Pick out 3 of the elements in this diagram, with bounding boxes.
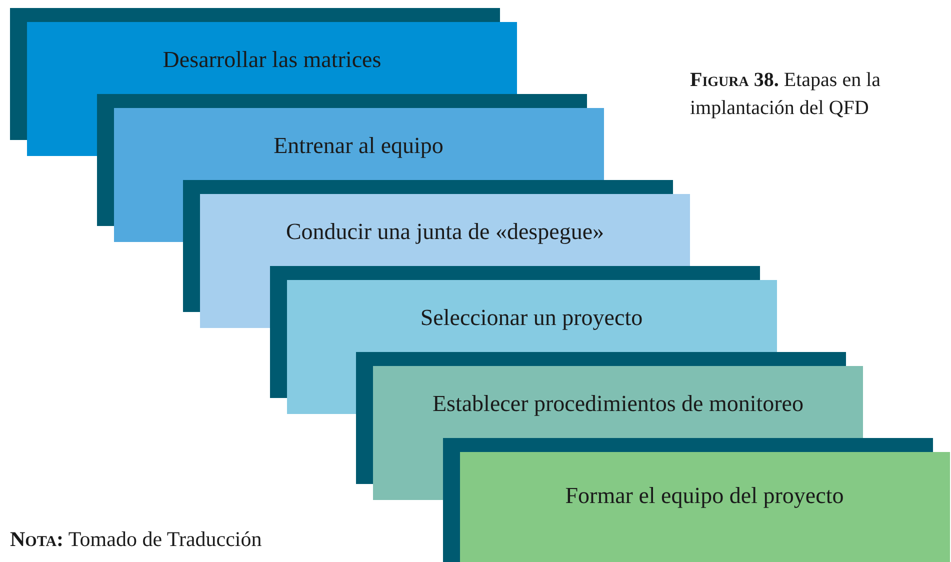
figure-caption: Figura 38. Etapas en la implantación del QFD xyxy=(690,68,882,121)
step-box: Formar el equipo del proyecto xyxy=(460,452,950,562)
source-note: Nota: Tomado de Traducción xyxy=(10,527,262,552)
